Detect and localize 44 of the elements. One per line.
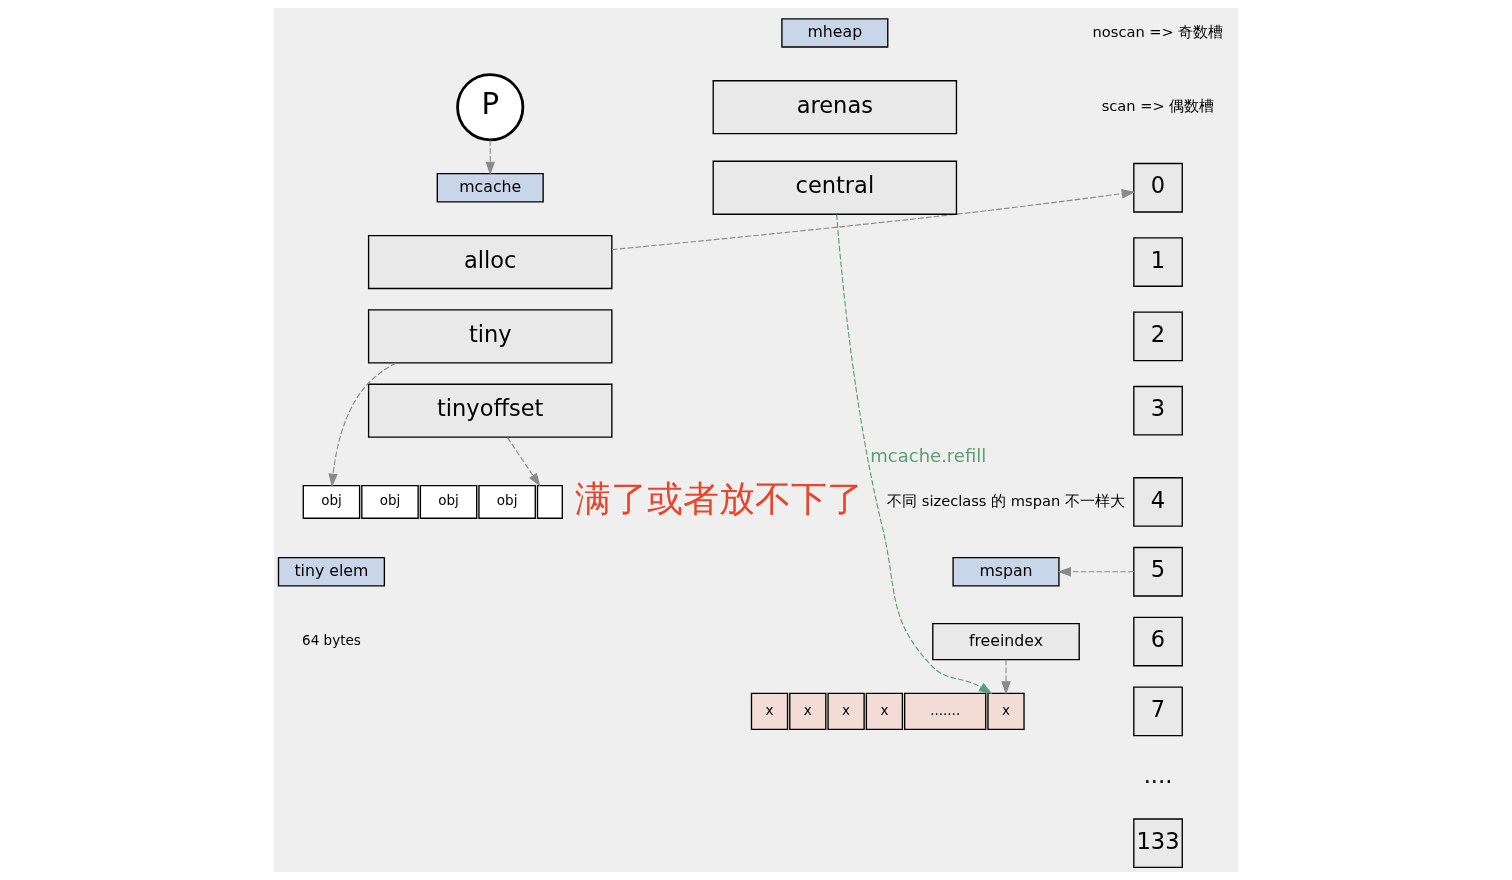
node-box: 0 — [1133, 162, 1183, 213]
node-box: 7 — [1133, 686, 1183, 737]
node-box: arenas — [712, 80, 958, 135]
node-box: tinyoffset — [367, 383, 613, 438]
arrow — [506, 437, 541, 487]
node-label: 64 bytes — [302, 632, 361, 649]
node-box: tiny — [367, 309, 613, 364]
node-box: mspan — [952, 557, 1060, 587]
label: 满了或者放不下了 — [574, 478, 863, 520]
label: noscan => 奇数槽 — [1092, 22, 1224, 40]
node-box: obj — [419, 484, 478, 519]
node-box: 1 — [1133, 237, 1183, 287]
node-box: 6 — [1133, 616, 1183, 667]
node-box: tiny elem — [277, 557, 386, 587]
arrow — [611, 189, 1136, 251]
label: scan => 偶数槽 — [1101, 97, 1215, 115]
arrow — [836, 214, 993, 695]
node-box: 5 — [1133, 546, 1183, 597]
node-box: x — [865, 692, 904, 731]
node-circle: P — [456, 73, 525, 142]
label: 不同 sizeclass 的 mspan 不一样大 — [887, 491, 1125, 509]
arrow — [485, 139, 495, 176]
node-box: ....... — [903, 692, 987, 731]
node-box: mheap — [781, 18, 889, 48]
node-box: freeindex — [932, 622, 1080, 661]
node-box: central — [712, 160, 958, 215]
node-box: 3 — [1133, 385, 1183, 436]
node-box: x — [750, 692, 789, 731]
node-box: x — [789, 692, 827, 731]
label: .... — [1143, 761, 1173, 788]
edge-label: mcache.refill — [870, 444, 987, 466]
node-box: x — [987, 692, 1025, 731]
node-box: obj — [302, 484, 361, 519]
node-box: 4 — [1133, 477, 1183, 527]
node-box: x — [827, 692, 865, 731]
arrow — [1001, 659, 1011, 695]
node-box: alloc — [367, 234, 613, 290]
node-box: mcache — [436, 173, 544, 203]
node-box: 2 — [1133, 311, 1183, 362]
arrow — [1057, 567, 1135, 577]
node-box: obj — [361, 484, 419, 519]
node-box: obj — [478, 484, 536, 519]
node-box — [536, 484, 563, 519]
node-box: 133 — [1133, 818, 1183, 869]
